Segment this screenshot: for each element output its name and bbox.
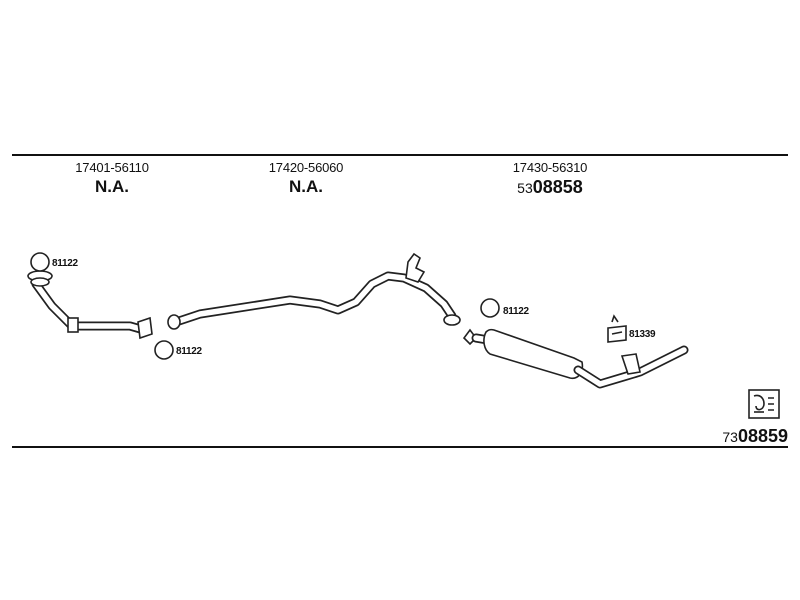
part-reference: 5308858 (470, 177, 630, 198)
clip-label-front-gasket: 81122 (52, 258, 78, 269)
part-rear-muffler[interactable]: 17430-56310 5308858 (470, 160, 630, 198)
reference-prefix: 53 (517, 180, 533, 196)
front-pipe-flange (137, 316, 153, 340)
clip-ring-icon (30, 252, 50, 272)
manual-book-icon (748, 389, 780, 419)
clip-ring-icon (480, 298, 500, 318)
center-pipe-front-flange (167, 314, 181, 330)
bottom-divider (12, 446, 788, 448)
rear-muffler[interactable] (462, 328, 689, 389)
part-number: 17401-56110 (75, 160, 149, 175)
front-flange-lower (30, 277, 50, 287)
clip-label-middle: 81122 (503, 306, 529, 317)
part-status: N.A. (289, 177, 323, 196)
center-pipe-rear-flange (443, 314, 461, 326)
reference-number: 08858 (532, 177, 583, 197)
muffler-body (483, 328, 584, 380)
catalog-number: 08859 (737, 426, 788, 446)
part-center-pipe[interactable]: 17420-56060 N.A. (226, 160, 386, 197)
center-pipe[interactable] (167, 252, 461, 330)
front-pipe-sleeve (67, 317, 79, 333)
part-status: N.A. (95, 177, 129, 196)
top-divider (12, 154, 788, 156)
rubber-hanger-icon (607, 314, 627, 343)
catalog-prefix: 73 (722, 429, 738, 445)
muffler-hanger-bracket (620, 353, 641, 375)
center-pipe-bracket (405, 252, 426, 283)
part-number: 17430-56310 (512, 160, 588, 175)
front-pipe[interactable] (27, 270, 153, 340)
clip-label-front-lower: 81122 (176, 346, 202, 357)
part-front-pipe[interactable]: 17401-56110 N.A. (32, 160, 192, 197)
part-number: 17420-56060 (268, 160, 344, 175)
catalog-code: 7308859 (722, 426, 788, 447)
clip-label-rear-hanger: 81339 (629, 329, 656, 340)
clip-ring-icon (154, 340, 174, 360)
